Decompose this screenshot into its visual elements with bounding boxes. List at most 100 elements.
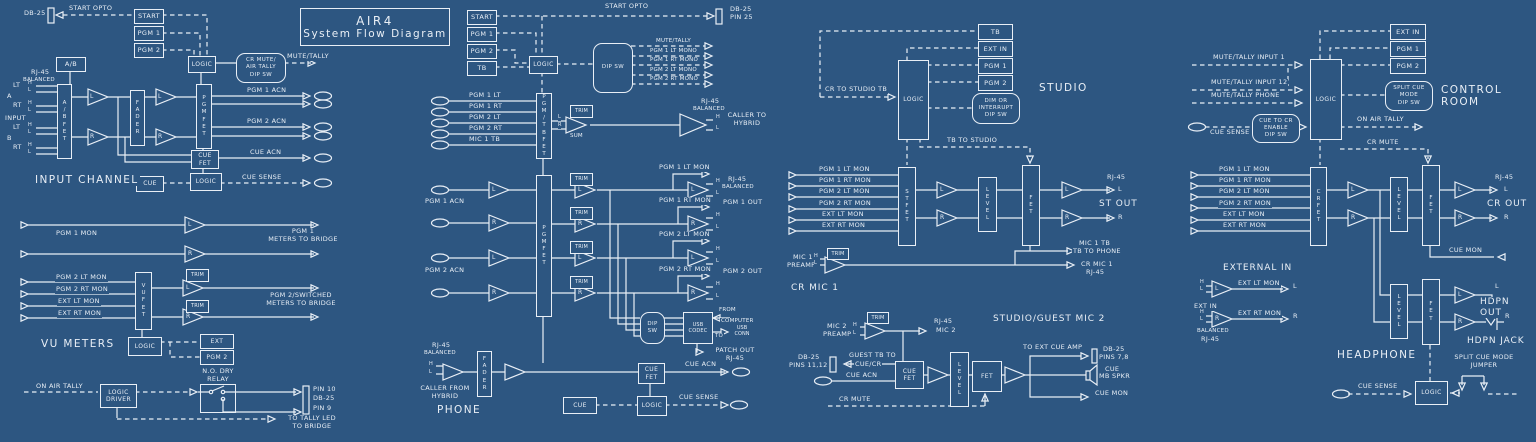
ty-tally-led-label: TO TALLY LED TO BRIDGE <box>282 414 342 431</box>
ph-p1rt-mono-label: PGM 1 RT MONO <box>649 57 699 64</box>
ty-db25-connector <box>302 385 310 415</box>
vu-amp-l2: L <box>186 284 190 291</box>
cr-on-air-label: ON AIR TALLY <box>1356 115 1405 124</box>
ph-pgm2-acn-label: PGM 2 ACN <box>424 266 466 275</box>
ph-ol1: L <box>716 190 719 197</box>
ty-relay-box <box>200 384 236 413</box>
ic-amp-r2: R <box>158 133 163 140</box>
cr-level-box: L E V E L <box>1390 177 1408 232</box>
ic-h4: H <box>28 142 32 149</box>
st-tb-to-phone-label: TB TO PHONE <box>1072 247 1122 256</box>
gm-trim-box: TRIM <box>867 312 889 324</box>
ph-cue-acn-label: CUE ACN <box>684 360 718 369</box>
st-dim-box: DIM OR INTERRUPT DIP SW <box>972 93 1020 124</box>
gm-mic2-out-label: MIC 2 <box>935 326 957 335</box>
st-in4: PGM 2 RT MON <box>818 199 873 208</box>
ic-amp-l1: L <box>90 93 94 100</box>
cr-mt-phone-label: MUTE/TALLY PHONE <box>1210 91 1281 100</box>
gm-guest-tb-label: GUEST TB TO <box>848 351 897 360</box>
ph-balanced-a: BALANCED <box>692 106 726 113</box>
ic-pgm1-acn-label: PGM 1 ACN <box>246 86 288 95</box>
ph-caller-to-label: CALLER TO HYBRID <box>720 111 774 128</box>
ph-amp2-l: L <box>492 254 496 261</box>
cr-rj45-label: RJ-45 <box>1494 173 1515 182</box>
cr-ext-lt-label: EXT LT MON <box>1237 279 1281 288</box>
ph-cue-sense-label: CUE SENSE <box>678 393 720 402</box>
cr-amp-l1: L <box>1351 186 1355 193</box>
vu-amp-r2: R <box>186 313 191 320</box>
st-cr-to-studio-label: CR TO STUDIO TB <box>824 85 889 94</box>
ic-h1: H <box>28 80 32 87</box>
ty-onair-label: ON AIR TALLY <box>35 382 84 391</box>
hp-out-label: HDPN OUT <box>1479 297 1536 319</box>
ph-mon1-label: PGM 1 LT MON <box>658 163 711 172</box>
st-tb-box: TB <box>978 24 1013 40</box>
ph-from-label: FROM <box>718 307 737 314</box>
st-out-r: R <box>1117 213 1124 222</box>
st-level-box: L E V E L <box>978 177 997 232</box>
ic-in-a: A <box>6 92 13 101</box>
ic-db25-connector <box>47 7 55 24</box>
cr-logic-box: LOGIC <box>1310 59 1342 140</box>
st-in2: PGM 1 RT MON <box>818 176 873 185</box>
vu-fet-box: V U F E T <box>135 272 152 330</box>
gm-db25-78b-label: PINS 7,8 <box>1098 353 1130 362</box>
ic-input-label: INPUT <box>4 114 27 123</box>
vu-ext-lt-label: EXT LT MON <box>57 297 101 306</box>
ph-pgm-fet-box: P G M F E T <box>536 175 552 317</box>
cr-ext-l2: L <box>1200 316 1203 323</box>
hp-out-l: L <box>1494 282 1500 291</box>
gm-cue-acn-label: CUE ACN <box>845 371 879 380</box>
st-preamp1-label: PREAMP <box>786 261 817 270</box>
ic-pgm2-box: PGM 2 <box>134 43 164 58</box>
ph-oh2: H <box>716 212 720 219</box>
ph-rj45-c: RJ-45 <box>431 341 452 350</box>
st-mic1-label: MIC 1 <box>792 253 814 262</box>
ic-section-label: INPUT CHANNEL <box>34 174 140 187</box>
ph-computer-label: COMPUTER <box>720 318 755 325</box>
gm-db25-78a-label: DB-25 <box>1102 345 1126 354</box>
ph-rj45-b: RJ-45 <box>727 175 748 184</box>
gm-cue-cr-label: CUE/CR <box>854 360 883 369</box>
ic-amp-l2: L <box>158 93 162 100</box>
ph-cue-fet-box: CUE FET <box>638 363 665 384</box>
ph-ol3: L <box>716 258 719 265</box>
st-in1: PGM 1 LT MON <box>818 165 871 174</box>
st-section-label: STUDIO <box>1038 82 1089 95</box>
ph-section-label: PHONE <box>436 404 482 417</box>
ic-amp-r1: R <box>90 133 95 140</box>
ic-pgm1-box: PGM 1 <box>134 26 164 41</box>
ty-relay-label: N.O. DRY RELAY <box>196 367 240 384</box>
gm-to-ext-cue-label: TO EXT CUE AMP <box>1022 343 1084 352</box>
hp-logic-box: LOGIC <box>1415 381 1448 405</box>
ic-fader-box: F A D E R <box>130 90 145 146</box>
ph-oh4: H <box>716 281 720 288</box>
speaker-icon <box>1083 363 1098 387</box>
cr-in4: PGM 2 RT MON <box>1218 199 1273 208</box>
st-in5: EXT LT MON <box>821 210 865 219</box>
ic-in-b: B <box>6 134 13 143</box>
ph-amp4-r: R <box>578 289 583 296</box>
ph-start-box: START <box>467 10 497 25</box>
ph-amp6-l: L <box>691 254 695 261</box>
st-trim-box: TRIM <box>827 248 849 260</box>
vu-ext-rt-label: EXT RT MON <box>57 309 103 318</box>
ph-balanced-b: BALANCED <box>721 184 755 191</box>
ph-amp1-r: R <box>492 219 497 226</box>
title-box: AIR4 System Flow Diagram <box>300 8 450 46</box>
cr-mute-label: CR MUTE <box>1366 138 1400 147</box>
ph-oh3: H <box>716 246 720 253</box>
cr-in6: EXT RT MON <box>1222 221 1268 230</box>
cr-mt-input12-label: MUTE/TALLY INPUT 12 <box>1210 78 1289 87</box>
ph-fader-box: F A D E R <box>477 351 492 397</box>
ph-sum-l: L <box>558 114 561 121</box>
st-pgm1-box: PGM 1 <box>978 58 1013 74</box>
ph-mute-tally-label: MUTE/TALLY <box>655 38 692 45</box>
cr-cue-sense-label: CUE SENSE <box>1209 128 1251 137</box>
ph-logic2-box: LOGIC <box>637 396 667 416</box>
gm-fet-box: FET <box>972 361 1002 392</box>
vu-meters1-label: PGM 1 METERS TO BRIDGE <box>262 227 344 244</box>
ph-sum-r: R <box>558 122 562 129</box>
ic-l1: L <box>28 87 31 94</box>
cr-ext-h1: H <box>1200 279 1204 286</box>
